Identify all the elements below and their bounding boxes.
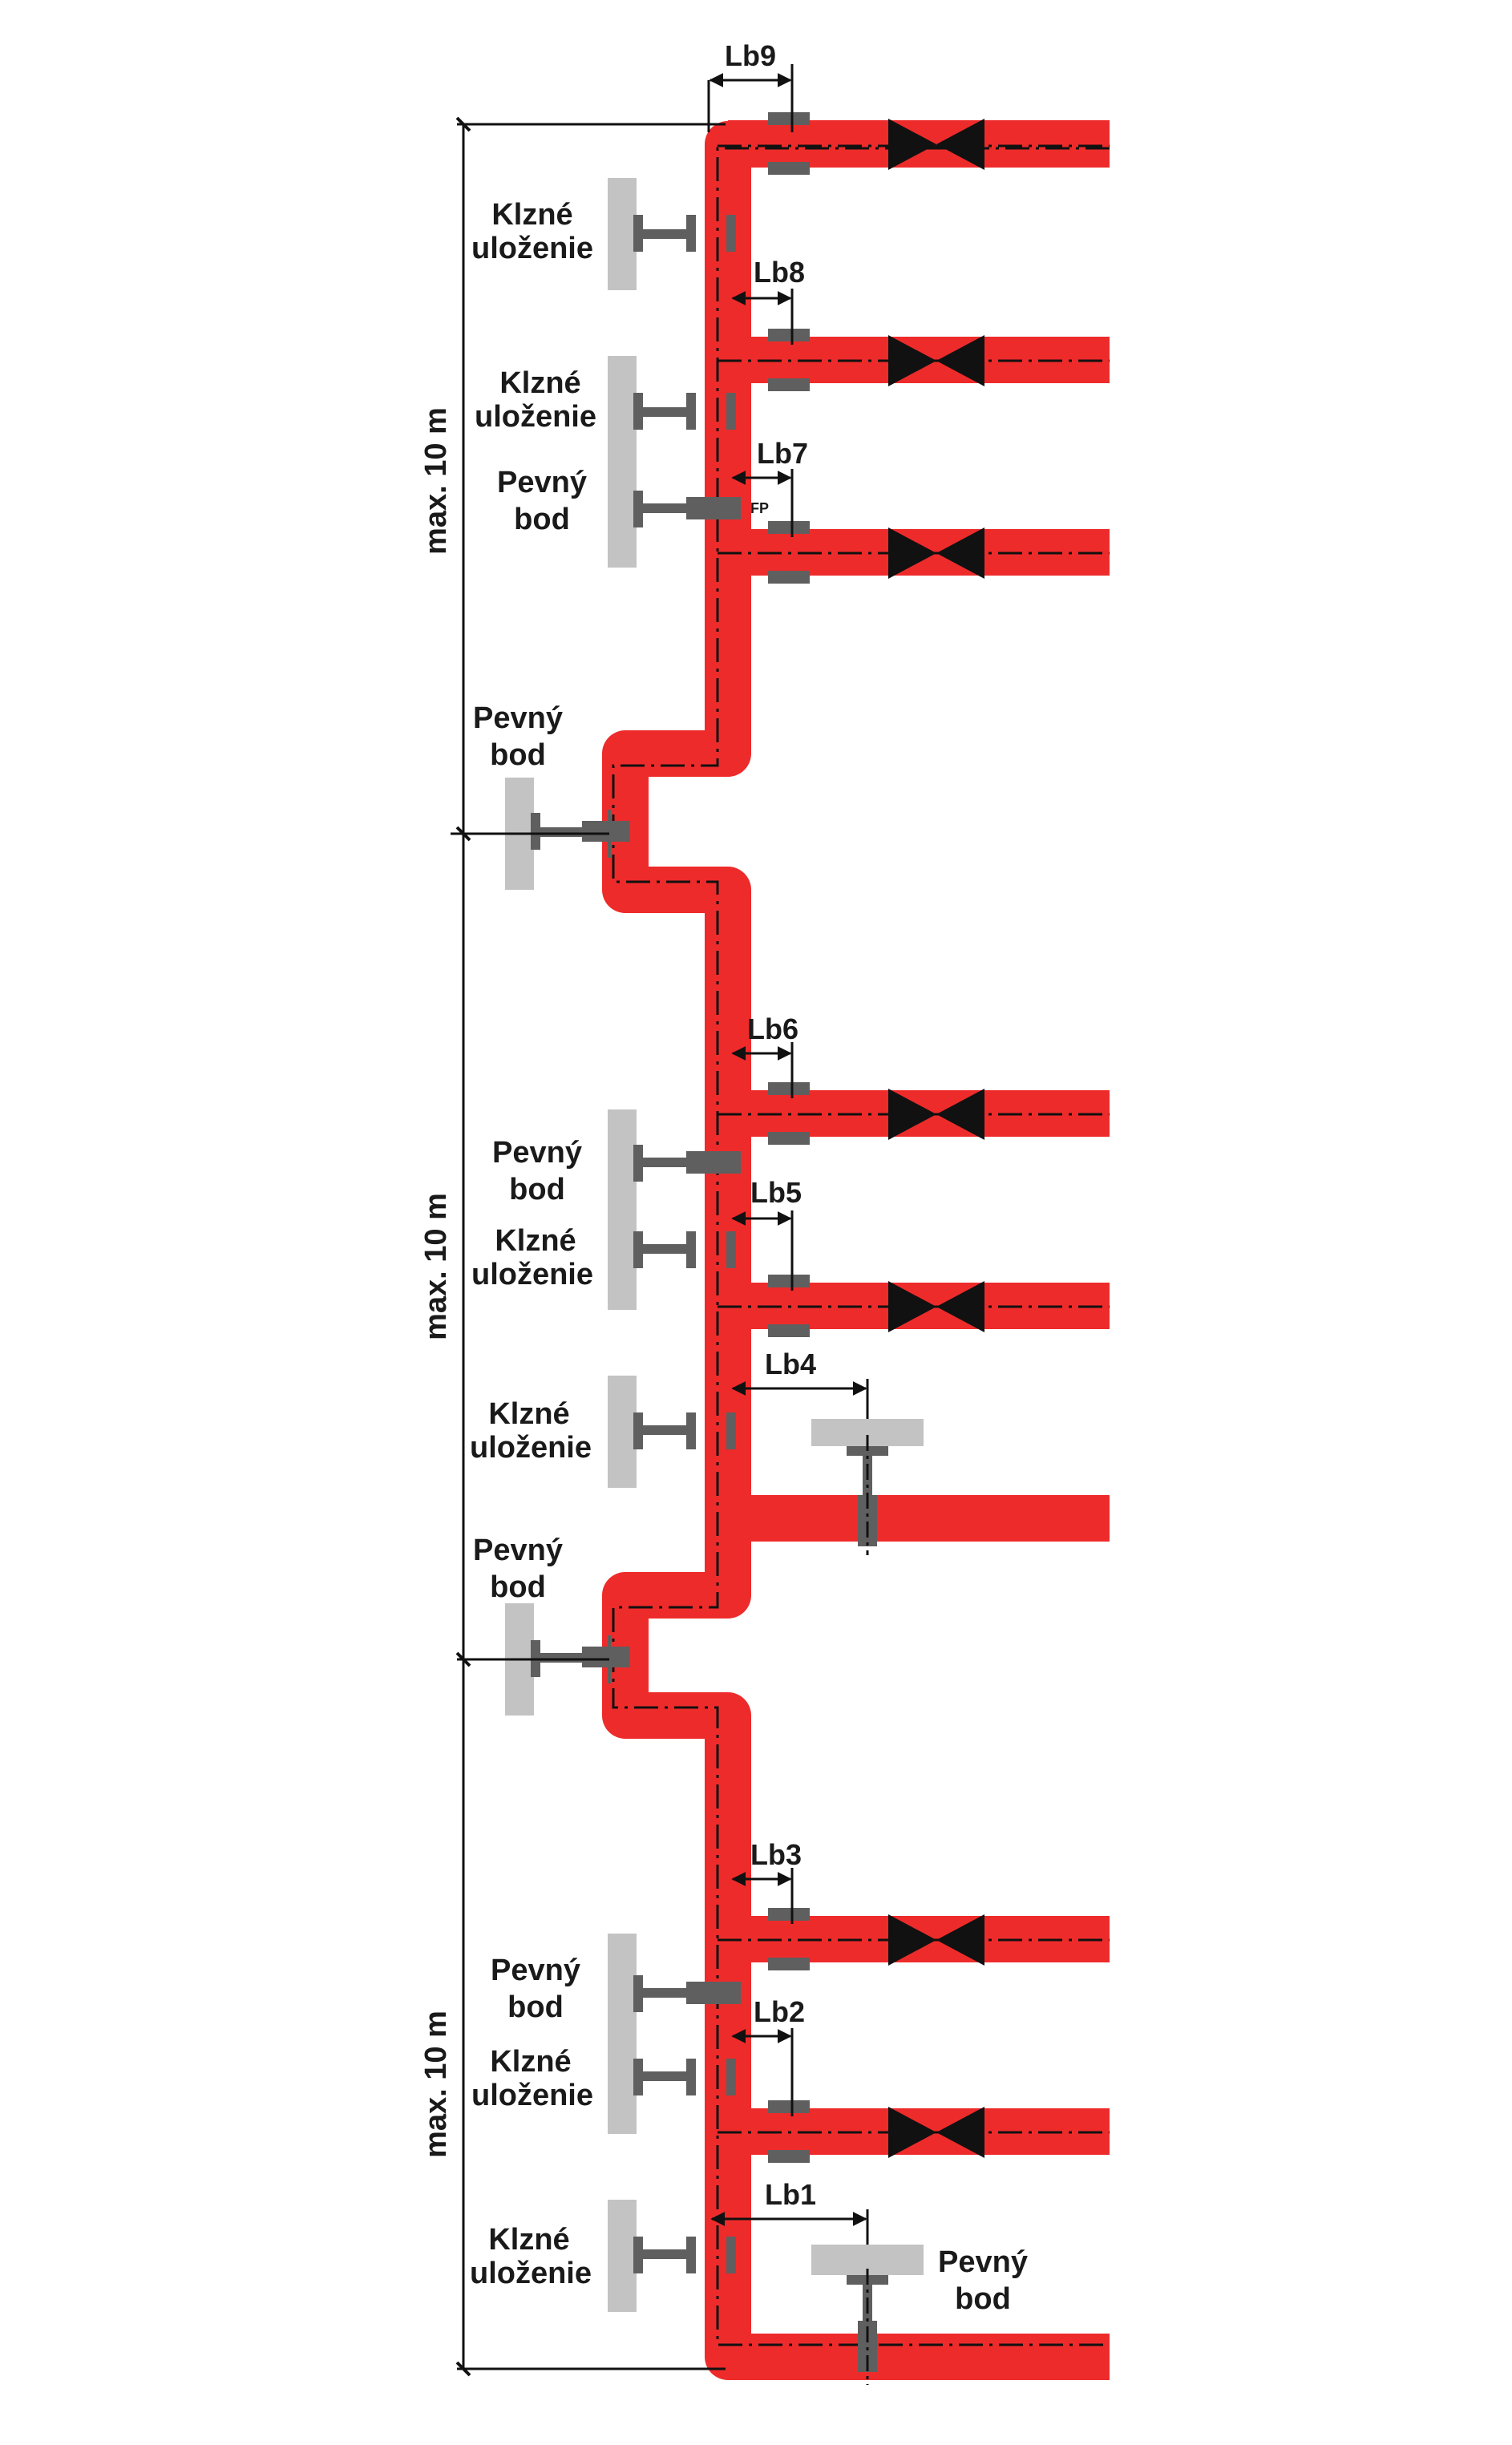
branch-clamp-9	[768, 162, 810, 175]
sliding-support-2	[633, 393, 736, 430]
valve-8	[888, 335, 984, 386]
label-pevny-2a: Pevný	[473, 701, 563, 735]
label-klzne-5b: uloženie	[471, 2079, 593, 2112]
fixed-point-support-lower	[633, 1975, 741, 2012]
wall-plate-upper-group	[608, 356, 637, 568]
label-klzne-6a: Klzné	[488, 2223, 569, 2257]
dimension-lines	[707, 64, 869, 2245]
fixed-point-support-upper	[633, 491, 741, 527]
label-klzne-1b: uloženie	[471, 232, 593, 265]
branch-clamp-2	[768, 2150, 810, 2163]
height-dimension	[451, 116, 726, 2377]
label-pevny-1a: Pevný	[497, 466, 587, 499]
pipe-network	[602, 121, 1110, 2380]
riser-supports	[531, 215, 888, 2385]
branch-pipe-4	[728, 1495, 1110, 1542]
fixed-point-support-mid	[633, 1145, 741, 1182]
valve-2	[888, 2107, 984, 2158]
branch-clamp-5	[768, 1275, 810, 1287]
branch-clamp-7	[768, 521, 810, 534]
wall-plate-klzne-bottom	[608, 2200, 637, 2312]
fixed-hanger-support-lb1	[847, 2269, 888, 2385]
sliding-support-4	[633, 1412, 736, 1449]
fixed-point-support-offset-1	[531, 810, 630, 858]
sliding-support-1	[633, 215, 736, 252]
branch-clamp-2	[768, 2100, 810, 2113]
label-klzne-5a: Klzné	[490, 2045, 571, 2079]
centerlines	[612, 144, 1110, 2346]
label-pevny-6b: bod	[955, 2282, 1011, 2316]
branch-clamp-3	[768, 1958, 810, 1970]
label-pevny-5b: bod	[507, 1990, 564, 2024]
label-klzne-3b: uloženie	[471, 1258, 593, 1291]
label-pevny-5a: Pevný	[491, 1954, 580, 1987]
sliding-support-5	[633, 2059, 736, 2095]
branch-clamp-8	[768, 329, 810, 341]
height-label-mid: max. 10 m	[419, 1193, 453, 1340]
label-klzne-6b: uloženie	[470, 2257, 592, 2290]
branch-clamp-5	[768, 1324, 810, 1337]
dim-label-lb1: Lb1	[765, 2178, 816, 2211]
height-label-bottom: max. 10 m	[419, 2011, 453, 2158]
height-labels: max. 10 m max. 10 m max. 10 m	[419, 407, 453, 2158]
hanger-support-lb4	[847, 1435, 888, 1555]
dimension-labels: Lb9 Lb8 Lb7 Lb6 Lb5 Lb4 Lb3 Lb2 Lb1	[725, 39, 816, 2211]
fixed-point-mark: FP	[750, 500, 769, 516]
riser-pipe-main	[602, 121, 1110, 2380]
wall-plate-lower-group	[608, 1934, 637, 2134]
valve-7	[888, 527, 984, 579]
branch-clamp-9	[768, 112, 810, 125]
height-label-top: max. 10 m	[419, 407, 453, 555]
dim-label-lb9: Lb9	[725, 39, 776, 72]
label-pevny-2b: bod	[490, 738, 546, 772]
dim-label-lb2: Lb2	[754, 1995, 805, 2028]
wall-plate-klzne-top	[608, 178, 637, 290]
label-pevny-4b: bod	[490, 1570, 546, 1604]
label-pevny-3b: bod	[509, 1173, 565, 1206]
dim-label-lb7: Lb7	[757, 437, 808, 470]
label-klzne-4b: uloženie	[470, 1431, 592, 1465]
branch-clamp-8	[768, 378, 810, 391]
valves	[888, 119, 984, 2158]
dim-label-lb5: Lb5	[750, 1176, 802, 1209]
branch-clamps	[768, 112, 810, 2163]
label-pevny-4a: Pevný	[473, 1534, 563, 1567]
branch-clamp-6	[768, 1082, 810, 1095]
label-klzne-1a: Klzné	[491, 198, 572, 232]
branch-clamp-7	[768, 571, 810, 584]
branch-clamp-6	[768, 1132, 810, 1145]
label-klzne-3a: Klzné	[495, 1224, 576, 1258]
label-pevny-3a: Pevný	[492, 1136, 582, 1170]
support-labels: Klzné uloženie Klzné uloženie Pevný bod …	[470, 198, 1028, 2316]
label-pevny-6a: Pevný	[938, 2245, 1028, 2279]
label-klzne-2a: Klzné	[499, 366, 580, 400]
dim-label-lb6: Lb6	[747, 1012, 798, 1045]
wall-plate-klzne-mid	[608, 1376, 637, 1488]
valve-9	[888, 119, 984, 170]
label-klzne-4a: Klzné	[488, 1397, 569, 1431]
dim-label-lb3: Lb3	[750, 1838, 802, 1871]
label-pevny-1b: bod	[514, 503, 570, 536]
valve-6	[888, 1089, 984, 1140]
branch-clamp-3	[768, 1908, 810, 1921]
wall-plate-mid-group	[608, 1109, 637, 1310]
sliding-support-3	[633, 1231, 736, 1268]
sliding-support-6	[633, 2237, 736, 2273]
dim-label-lb8: Lb8	[754, 256, 805, 289]
label-klzne-2b: uloženie	[475, 400, 596, 434]
riser-centerline	[612, 147, 1110, 2346]
valve-5	[888, 1281, 984, 1332]
valve-3	[888, 1914, 984, 1966]
dim-label-lb4: Lb4	[765, 1348, 816, 1380]
